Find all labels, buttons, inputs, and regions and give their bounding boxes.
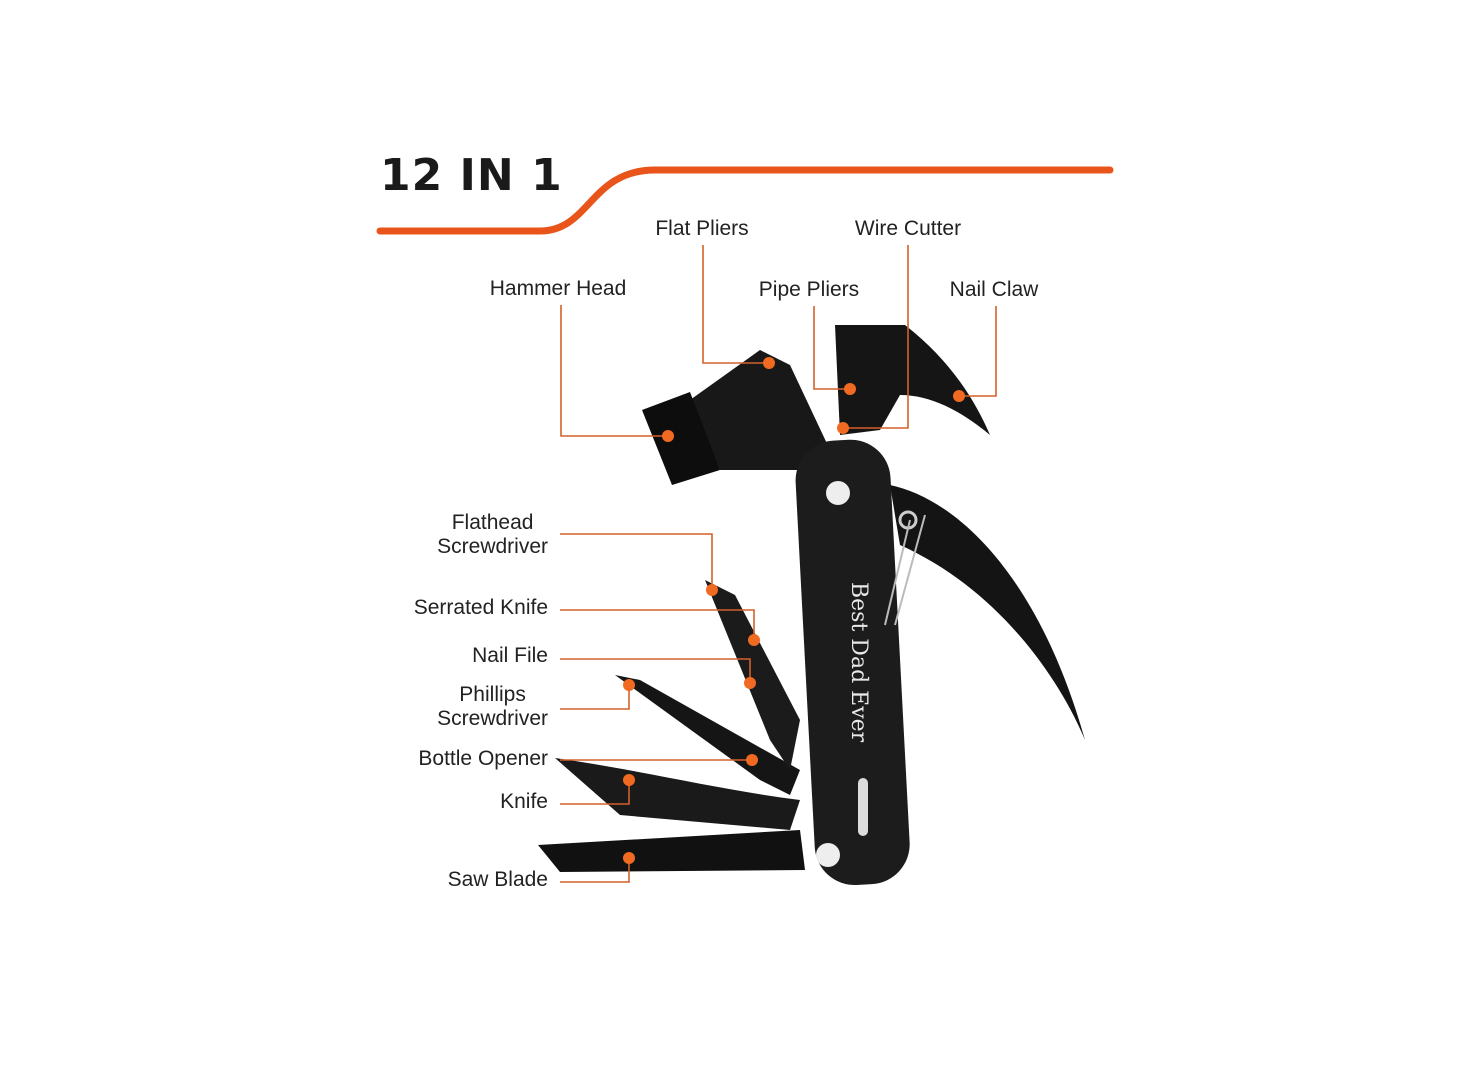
label-line: Screwdriver [437,707,548,730]
hammer-head-body [690,350,830,470]
engraving-text: Best Dad Ever [846,582,871,743]
label-knife: Knife [500,790,548,813]
callout-dots [623,357,965,864]
label-flathead-screwdriver: Flathead Screwdriver [437,511,548,559]
file-blade [705,580,800,770]
carabiner [884,514,926,626]
label-nail-file: Nail File [472,644,548,667]
label-line: Screwdriver [437,535,548,558]
knife-blade [555,758,800,830]
label-line: Phillips [459,683,526,706]
label-hammer-head: Hammer Head [489,277,627,300]
label-flat-pliers: Flat Pliers [655,217,749,240]
rivet-bottom [816,843,840,867]
slider-lock [858,778,868,836]
label-wire-cutter: Wire Cutter [854,217,962,240]
label-nail-claw: Nail Claw [949,278,1039,301]
hook-arm [890,485,1085,740]
nail-claw [835,325,990,435]
rivet-top [826,481,850,505]
label-pipe-pliers: Pipe Pliers [758,278,860,301]
label-bottle-opener: Bottle Opener [418,747,548,770]
label-phillips-screwdriver: Phillips Screwdriver [437,683,548,731]
handle [795,439,910,886]
title-accent-line [376,166,1114,235]
hammer-face [642,392,720,485]
page-title: 12 IN 1 [380,150,563,201]
label-line: Flathead [451,511,534,534]
label-serrated-knife: Serrated Knife [413,596,548,619]
leader-lines [560,245,997,883]
saw-blade [538,830,805,872]
label-saw-blade: Saw Blade [447,868,548,891]
